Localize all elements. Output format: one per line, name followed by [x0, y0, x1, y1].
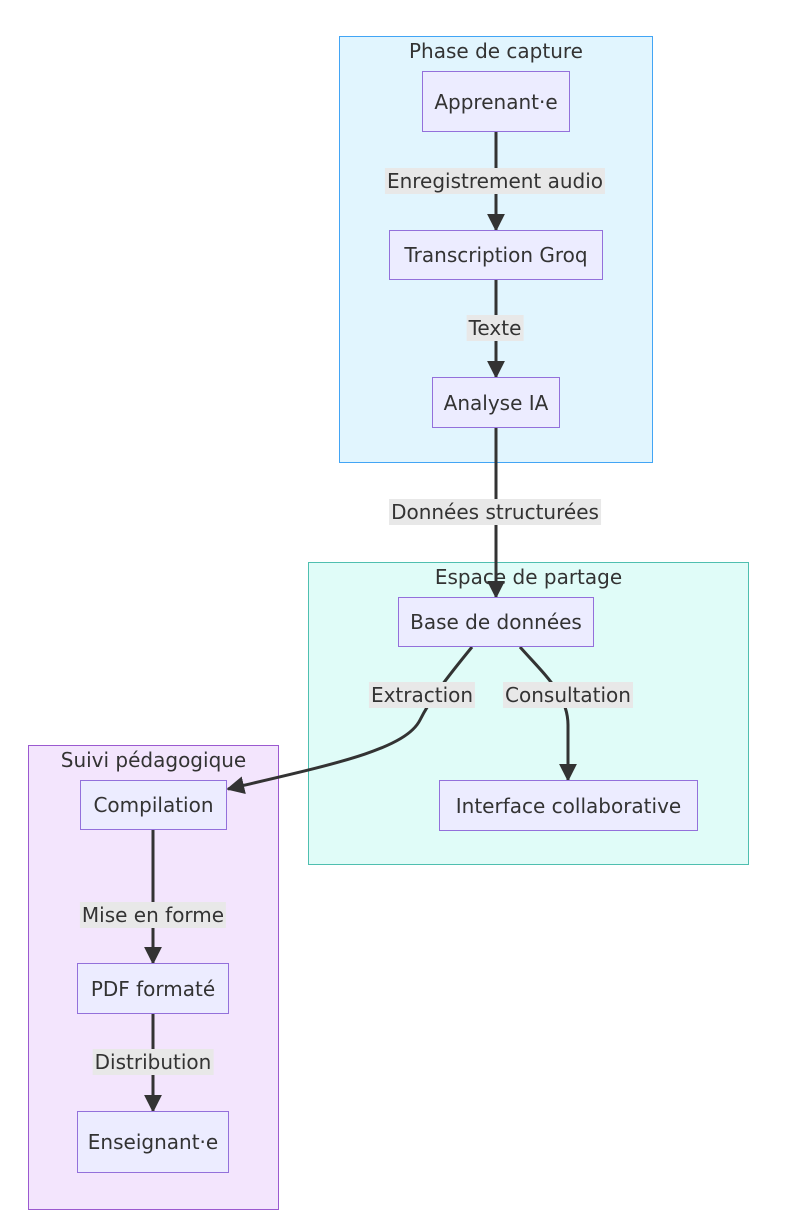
node-base-de-donnees: Base de données — [398, 597, 594, 647]
cluster-title-capture: Phase de capture — [409, 39, 583, 63]
edge-label-consultation: Consultation — [503, 682, 633, 708]
cluster-title-partage: Espace de partage — [434, 565, 623, 589]
node-transcription-groq: Transcription Groq — [389, 230, 603, 280]
edge-base-interface — [518, 646, 577, 782]
node-analyse-ia: Analyse IA — [432, 377, 560, 428]
node-enseignant: Enseignant·e — [77, 1111, 229, 1173]
node-pdf-formate: PDF formaté — [77, 963, 229, 1014]
edge-label-distribution: Distribution — [92, 1049, 214, 1075]
edge-label-texte: Texte — [466, 315, 524, 341]
node-compilation: Compilation — [80, 780, 227, 830]
cluster-title-suivi: Suivi pédagogique — [60, 748, 247, 772]
edge-label-enregistrement-audio: Enregistrement audio — [384, 168, 606, 194]
edge-base-compilation — [226, 646, 474, 795]
node-apprenant: Apprenant·e — [422, 71, 570, 132]
node-interface-collaborative: Interface collaborative — [439, 780, 698, 831]
edge-label-extraction: Extraction — [368, 682, 476, 708]
edge-label-mise-en-forme: Mise en forme — [79, 902, 227, 928]
edge-label-donnees-structurees: Données structurées — [389, 499, 601, 525]
